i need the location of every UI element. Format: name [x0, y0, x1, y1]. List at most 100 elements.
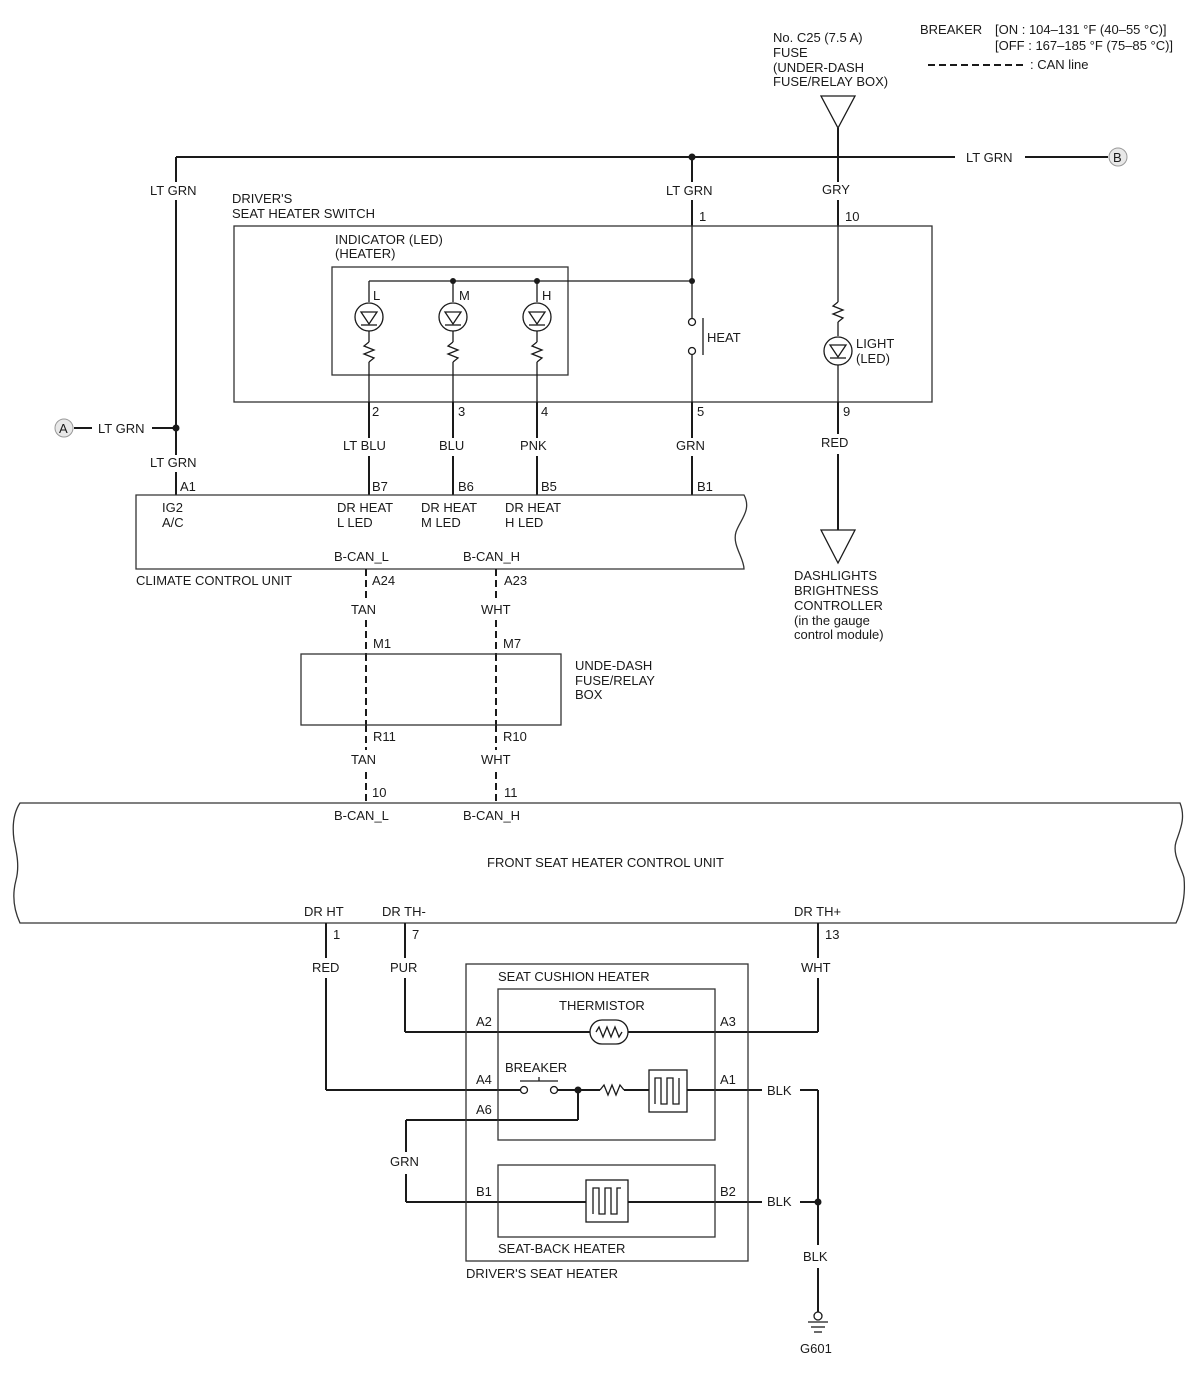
can-wiring: TAN WHT TAN WHT — [351, 569, 511, 804]
legend-can-line: : CAN line — [1030, 57, 1089, 72]
connector-b-label: B — [1113, 150, 1122, 165]
wire-label-wht: WHT — [801, 960, 831, 975]
top-wiring: LT GRN B LT GRN A LT GRN LT GRN LT GRN G… — [54, 128, 1128, 495]
dashlights-triangle-symbol — [819, 529, 857, 565]
climate-h-led-line2: H LED — [505, 515, 543, 530]
wire-label-lt-grn-a1: LT GRN — [150, 455, 196, 470]
breaker-junction-dot — [574, 1086, 582, 1094]
wire-label-grn-loop: GRN — [390, 1154, 419, 1169]
led-m: M — [438, 281, 470, 402]
seat-pin-b1: B1 — [476, 1184, 492, 1199]
climate-unit-title: CLIMATE CONTROL UNIT — [136, 573, 292, 588]
breaker-contact-left — [519, 1085, 529, 1095]
seat-cushion-box — [497, 988, 716, 1141]
wire-label-tan-1: TAN — [351, 602, 376, 617]
legend-breaker-off: [OFF : 167–185 °F (75–85 °C)] — [995, 38, 1173, 53]
wire-label-blk-ground: BLK — [803, 1249, 828, 1264]
wire-label-lt-grn-b: LT GRN — [966, 150, 1012, 165]
wire-label-gry: GRY — [822, 182, 850, 197]
connector-b-marker — [1108, 147, 1128, 167]
switch-pin-1: 1 — [699, 209, 706, 224]
relay-pin-r10: R10 — [503, 729, 527, 744]
drivers-seat-heater-title: DRIVER'S SEAT HEATER — [466, 1266, 618, 1281]
dashlights-line1: DASHLIGHTS — [794, 568, 877, 583]
wire-label-lt-grn-left: LT GRN — [150, 183, 196, 198]
led-h-resistor-icon — [530, 341, 544, 363]
climate-l-led-line2: L LED — [337, 515, 373, 530]
fuse-c25: No. C25 (7.5 A) FUSE (UNDER-DASH FUSE/RE… — [773, 30, 888, 130]
switch-box — [233, 225, 933, 403]
dashlights-line4: (in the gauge — [794, 613, 870, 628]
climate-pin-b7: B7 — [372, 479, 388, 494]
switch-title-line2: SEAT HEATER SWITCH — [232, 206, 375, 221]
seat-heater-outer-box — [465, 963, 749, 1262]
led-m-diode-icon — [443, 311, 463, 326]
wire-label-tan-2: TAN — [351, 752, 376, 767]
seat-cushion-title: SEAT CUSHION HEATER — [498, 969, 650, 984]
dashlights-line2: BRIGHTNESS — [794, 583, 879, 598]
seat-pin-a4: A4 — [476, 1072, 492, 1087]
breaker-label: BREAKER — [505, 1060, 567, 1075]
climate-bcan-l: B-CAN_L — [334, 549, 389, 564]
light-led-circle — [823, 336, 853, 366]
wire-label-blk-a1: BLK — [767, 1083, 792, 1098]
wire-label-lt-grn-a: LT GRN — [98, 421, 144, 436]
seat-heater-switch: DRIVER'S SEAT HEATER SWITCH 1 10 INDICAT… — [232, 191, 933, 419]
switch-to-climate-wiring: LT BLU BLU PNK GRN RED — [343, 402, 857, 565]
led-l-label: L — [373, 288, 380, 303]
fuse-label-line3: (UNDER-DASH — [773, 60, 864, 75]
seat-back-box — [497, 1164, 716, 1238]
fuse-label-line2: FUSE — [773, 45, 808, 60]
front-pin-7: 7 — [412, 927, 419, 942]
indicator-box — [331, 266, 569, 376]
led-h-circle — [522, 302, 552, 332]
wire-label-blk-b2: BLK — [767, 1194, 792, 1209]
heat-switch: HEAT — [687, 226, 741, 402]
wire-label-red-dash: RED — [821, 435, 848, 450]
relay-box-line2: FUSE/RELAY — [575, 673, 655, 688]
seat-pin-a1: A1 — [720, 1072, 736, 1087]
dashlights-line3: CONTROLLER — [794, 598, 883, 613]
front-bcan-h: B-CAN_H — [463, 808, 520, 823]
front-dr-ht: DR HT — [304, 904, 344, 919]
dashlights-controller: DASHLIGHTS BRIGHTNESS CONTROLLER (in the… — [794, 568, 884, 642]
light-label-line2: (LED) — [856, 351, 890, 366]
wire-label-pur: PUR — [390, 960, 417, 975]
heat-switch-contact-top — [687, 317, 697, 327]
front-unit-title: FRONT SEAT HEATER CONTROL UNIT — [487, 855, 724, 870]
relay-box-rect — [300, 653, 562, 726]
ground-label: G601 — [800, 1341, 832, 1356]
climate-h-led-line1: DR HEAT — [505, 500, 561, 515]
thermistor-icon — [589, 1019, 629, 1045]
relay-box-line3: BOX — [575, 687, 603, 702]
seat-pin-a2: A2 — [476, 1014, 492, 1029]
wire-label-red: RED — [312, 960, 339, 975]
wire-label-blu: BLU — [439, 438, 464, 453]
fuse-label-line4: FUSE/RELAY BOX) — [773, 74, 888, 89]
relay-box-line1: UNDE-DASH — [575, 658, 652, 673]
front-unit-box — [12, 802, 1186, 924]
heat-switch-label: HEAT — [707, 330, 741, 345]
wire-label-grn: GRN — [676, 438, 705, 453]
front-bcan-l: B-CAN_L — [334, 808, 389, 823]
switch-pin-10: 10 — [845, 209, 859, 224]
climate-pin-a24: A24 — [372, 573, 395, 588]
front-pin-11: 11 — [504, 785, 518, 800]
connector-a-label: A — [59, 421, 68, 436]
legend-breaker-on: [ON : 104–131 °F (40–55 °C)] — [995, 22, 1167, 37]
relay-pin-m7: M7 — [503, 636, 521, 651]
connector-a-marker — [54, 418, 74, 438]
climate-pin-b1: B1 — [697, 479, 713, 494]
switch-pin-9: 9 — [843, 404, 850, 419]
front-pin-13: 13 — [825, 927, 839, 942]
back-heater-element-icon — [585, 1179, 629, 1223]
switch-title-line1: DRIVER'S — [232, 191, 293, 206]
front-dr-th-plus: DR TH+ — [794, 904, 841, 919]
legend-breaker-label: BREAKER — [920, 22, 982, 37]
climate-unit-box — [135, 494, 748, 570]
indicator-label-line1: INDICATOR (LED) — [335, 232, 443, 247]
led-l-circle — [354, 302, 384, 332]
front-pin-1: 1 — [333, 927, 340, 942]
cushion-resistor-icon — [599, 1083, 625, 1097]
